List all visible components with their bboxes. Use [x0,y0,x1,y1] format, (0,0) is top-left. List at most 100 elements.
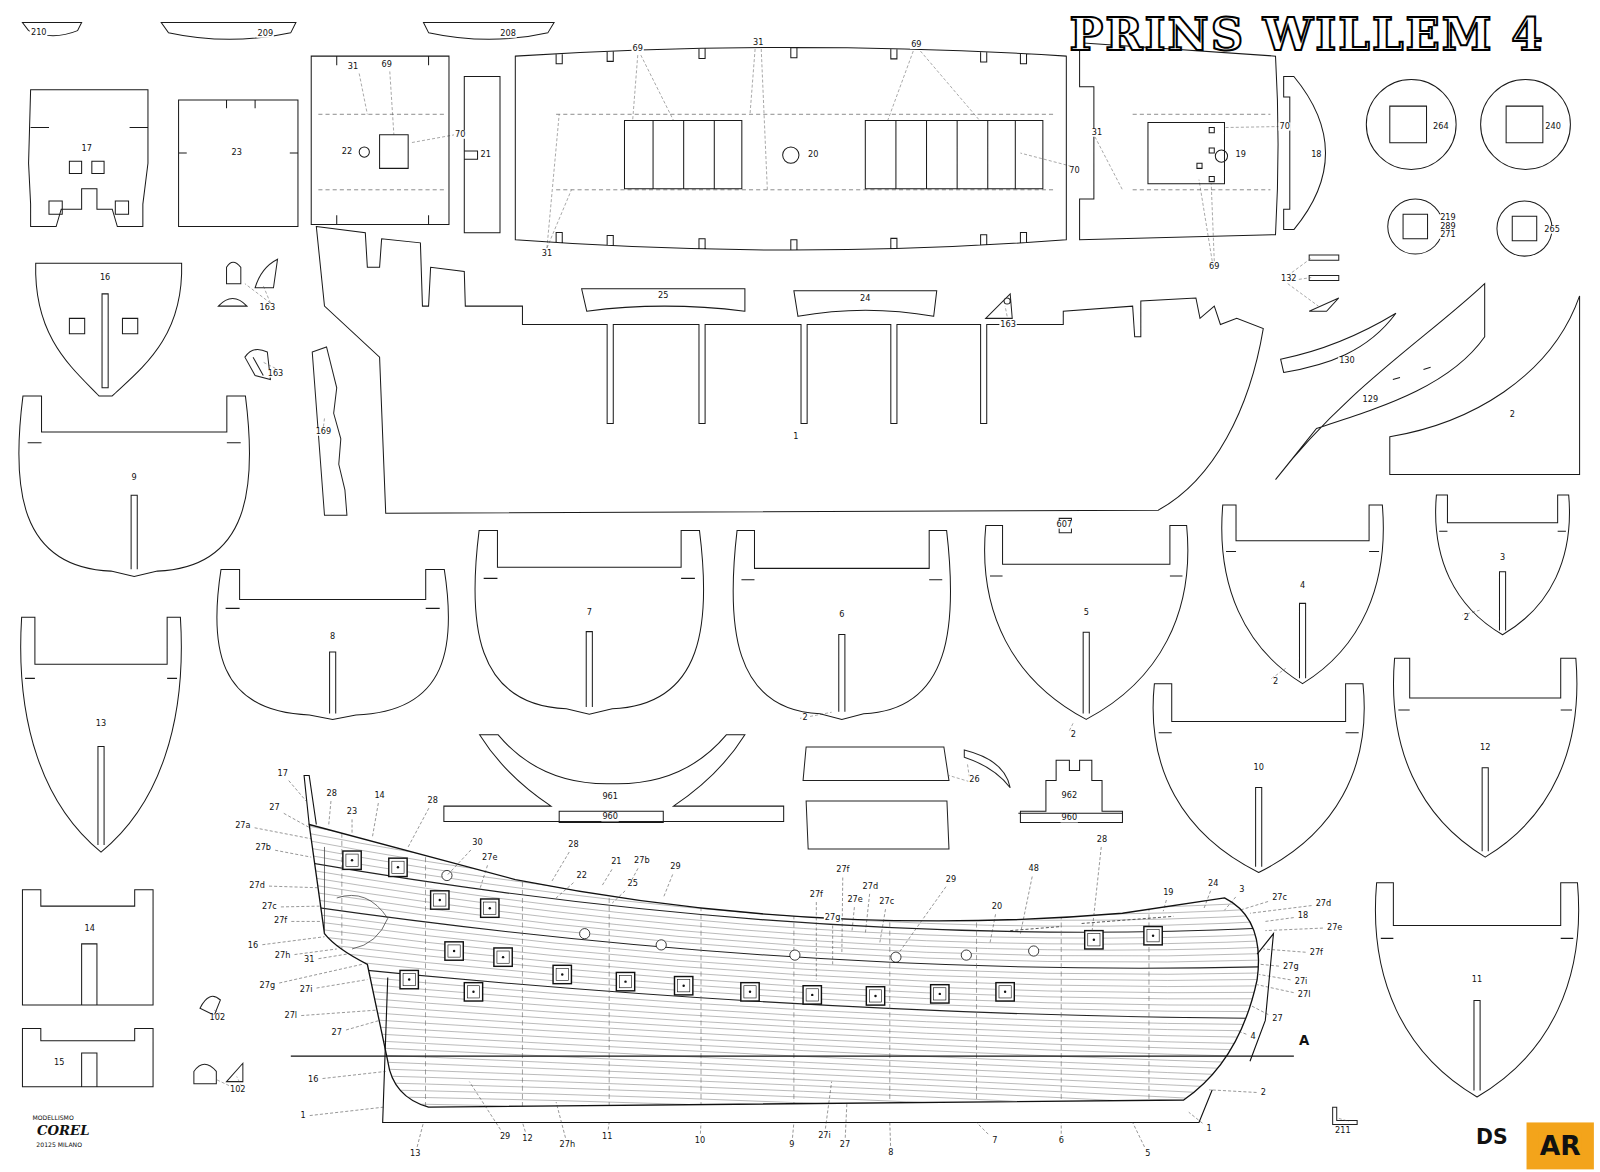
callout-number: 28 [426,797,438,805]
part-number: 129 [1362,396,1380,404]
part-outline: 25 [582,289,745,311]
plan-title: PRINS WILLEM 4 [1069,8,1544,60]
part-label: 132 [1280,274,1298,282]
plank-line [296,846,1286,921]
part-number: 12 [1479,744,1491,752]
leader-line [889,1122,891,1145]
plank-line [296,1081,1286,1123]
part-contour [217,569,449,719]
leader-line [1092,847,1101,934]
part-label: 2 [1463,614,1470,622]
plank-line [296,1000,1286,1051]
gunport [931,985,949,1003]
part-contour [1018,760,1122,822]
part-number: 210 [30,29,48,37]
callout-number: 27 [1271,1015,1283,1023]
sweep-port [1029,946,1039,956]
leader-line [262,937,324,945]
callout-number: 17 [276,769,288,777]
hull-outline [309,824,1258,1107]
part-shape [1146,680,1372,877]
part-contour [1276,284,1485,480]
plank-line [296,1022,1286,1071]
part-number: 8 [329,633,336,641]
gunport [400,970,418,988]
leader-line [289,781,306,801]
leader-line [346,1020,380,1030]
callout-number: 12 [521,1135,533,1143]
part-contour [1080,43,1278,240]
part-contour [22,890,153,1005]
leader-line [845,1102,847,1138]
part-contour [29,90,148,227]
plank-line [296,1088,1286,1129]
leader-line [1163,900,1166,911]
part-label: 26 [968,776,980,784]
frame-station [976,816,977,1117]
part-shape [307,222,1269,518]
part-number: 18 [1310,151,1322,159]
plank-line [296,868,1286,938]
maker-mark: 20125 MILANO [35,1142,83,1148]
part-outline: 11 [1372,883,1581,1097]
maker-mark: COREL [36,1124,91,1137]
part-contour [311,56,449,224]
callout-number: 18 [1297,912,1309,920]
leader-line [279,964,362,983]
part-outline: 10 [1150,684,1367,873]
part-contour [316,227,1263,514]
leader-line [551,852,569,883]
small-part [218,259,277,306]
frame-station [425,816,426,1117]
part-label: 31 [1091,129,1103,137]
gunport [431,891,449,909]
plank-line [296,1096,1286,1136]
leader-line [284,813,311,828]
plank-line [296,904,1286,968]
part-label: 102 [229,1086,247,1094]
part-label: 2 [1272,678,1279,686]
part-outline: 219289271 [1388,199,1459,254]
part-number: 16 [99,273,111,281]
gunport [803,986,821,1004]
part-shape [1076,39,1285,244]
callout-number: 19 [1162,889,1174,897]
part-contour [19,396,250,577]
part-contour [1222,505,1384,684]
part-label: 2 [1070,731,1077,739]
part-contour [1394,658,1577,857]
part-outline: 961960 [444,735,784,823]
part-contour [1375,883,1578,1097]
sweep-port [656,940,666,950]
part-outline: 8 [216,569,449,719]
part-outline: 15 [22,1029,153,1087]
part-shape [174,96,302,231]
frame-station [889,816,890,1117]
part-number: 2 [1509,411,1516,419]
part-outline: 2 [1390,296,1580,475]
plank-line [296,1051,1286,1096]
part-shape [307,52,453,229]
part-shape [1386,292,1584,479]
plank-line [296,1073,1286,1116]
part-outline: 18 [1284,77,1340,230]
part-outline: 12 [1391,658,1580,857]
part-shape [419,18,558,49]
callout-number: 27i [1294,978,1309,986]
part-label: 102 [209,1014,227,1022]
part-label: 169 [315,428,333,436]
frame-station [1061,816,1062,1117]
part-number: 265 [1543,226,1561,234]
maker-mark: MODELLISMO [31,1115,74,1121]
part-label: 70 [1278,122,1290,130]
plank-line [296,985,1286,1038]
part-outline: 7 [474,531,704,715]
part-number: 208 [499,30,517,38]
leader-line [1224,897,1235,910]
waterline [291,1056,1294,1057]
deck-beam-line [318,114,1270,190]
part-shape [24,86,152,231]
part-label: 163 [999,320,1017,328]
part-number: 21 [479,151,491,159]
part-outline: 19 [1080,43,1281,240]
